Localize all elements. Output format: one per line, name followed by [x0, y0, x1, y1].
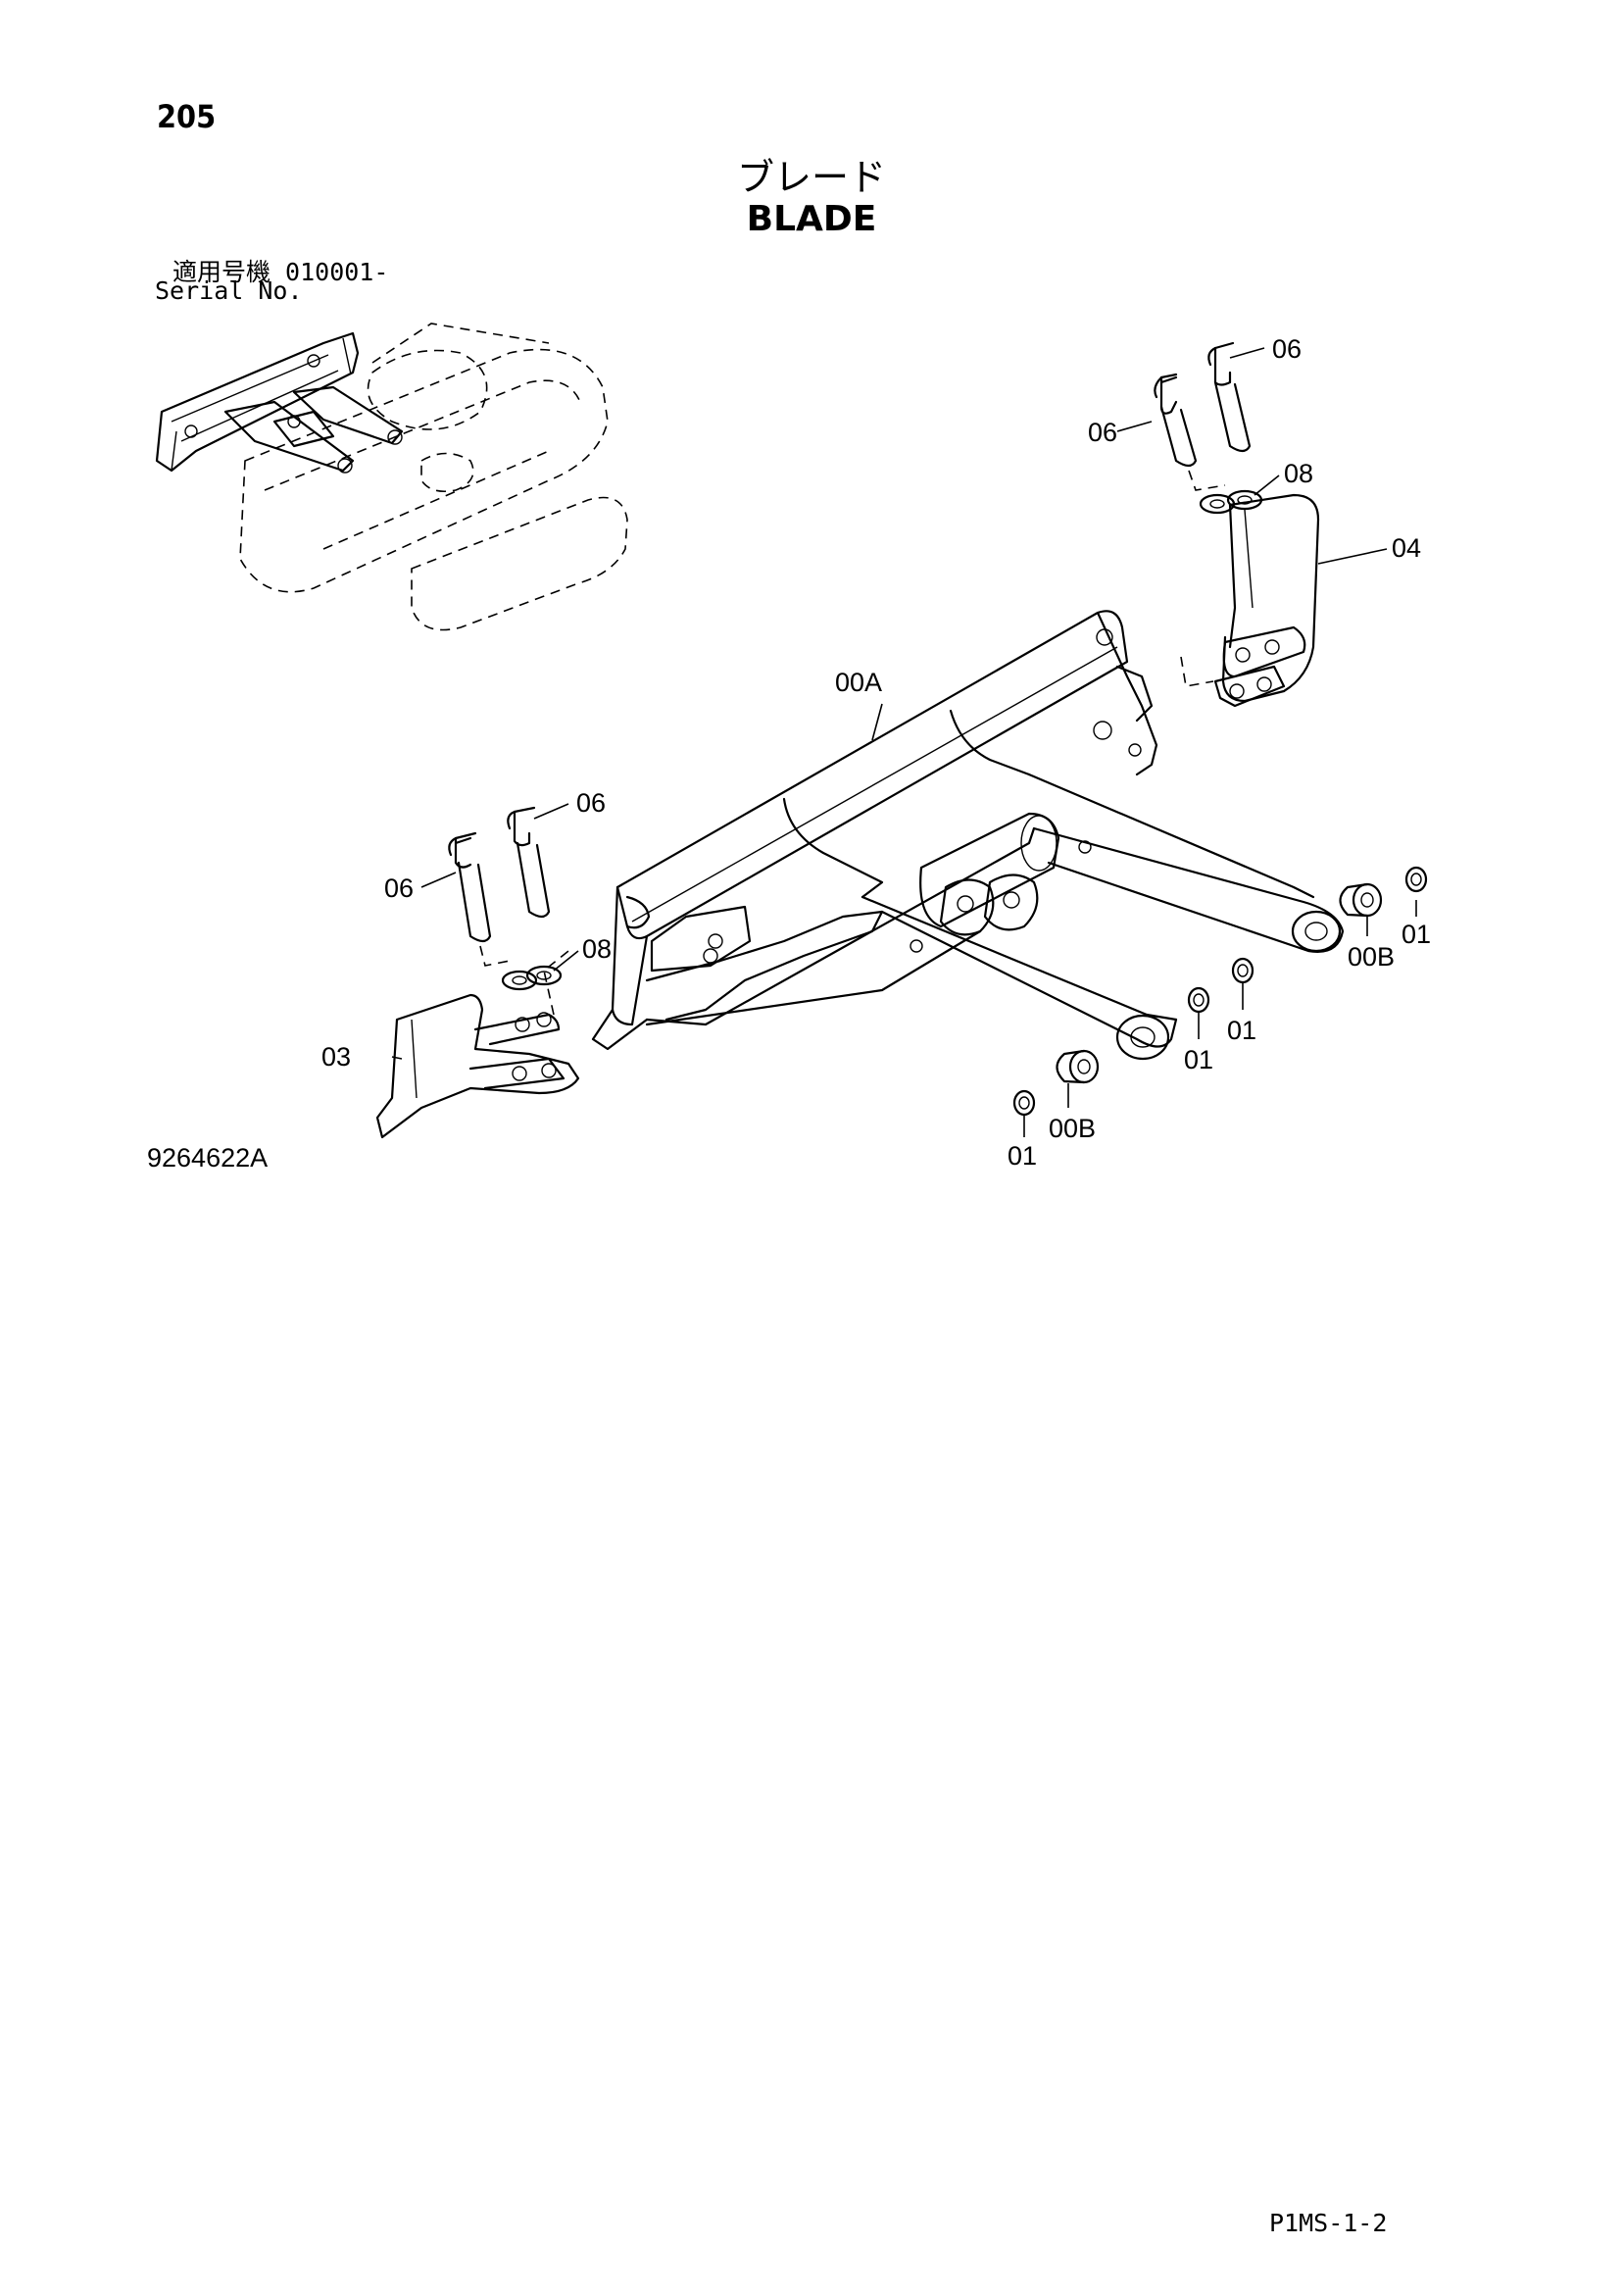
page-title: BLADE [746, 199, 877, 239]
blade-frame-00A [591, 610, 1345, 1061]
page-number: 205 [157, 98, 217, 135]
callout-01-center: 01 [1184, 1045, 1213, 1074]
callout-00A: 00A [835, 668, 882, 697]
callout-01-left: 01 [1008, 1141, 1037, 1171]
pins-06-left [448, 806, 563, 991]
callout-06-left-lower: 06 [384, 873, 414, 903]
callout-00B-left: 00B [1049, 1114, 1096, 1143]
callout-01-right: 01 [1402, 920, 1431, 949]
callout-06-left-upper: 06 [576, 788, 606, 818]
callout-01-center-right: 01 [1227, 1016, 1256, 1045]
callout-08-right: 08 [1284, 459, 1313, 488]
bushings-and-rings [1012, 866, 1428, 1117]
serial-applicability-label: 適用号機 010001- [172, 258, 389, 286]
pins-06-right [1154, 341, 1263, 515]
machine-overview-inset [155, 323, 628, 631]
callout-06-right-lower: 06 [1088, 418, 1117, 447]
callout-00B-right: 00B [1348, 942, 1395, 972]
leader-lines [391, 347, 1417, 1137]
callout-labels: 06 06 08 04 00A 06 06 08 03 01 00B 01 01… [321, 334, 1431, 1171]
callout-08-left: 08 [582, 934, 612, 964]
side-plate-03 [375, 950, 580, 1139]
callout-03: 03 [321, 1042, 351, 1072]
drawing-number: 9264622A [147, 1143, 269, 1173]
callout-04: 04 [1392, 533, 1421, 563]
serial-number-label: Serial No. [155, 276, 303, 305]
side-plate-04 [1180, 493, 1320, 708]
callout-06-right-upper: 06 [1272, 334, 1302, 364]
footer-code: P1MS-1-2 [1269, 2209, 1388, 2237]
page-title-japanese: ブレード [736, 156, 886, 199]
